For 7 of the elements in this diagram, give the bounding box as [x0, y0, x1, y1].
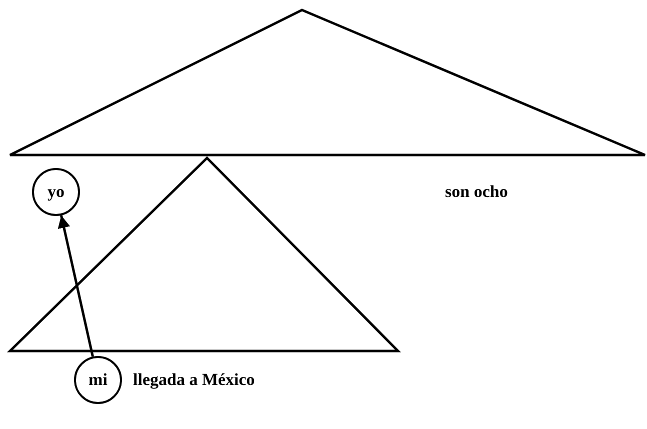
text-label: son ocho [445, 182, 508, 202]
text-label: llegada a México [133, 370, 255, 390]
node-text: mi [88, 370, 108, 390]
arrow [58, 215, 94, 357]
circle-node [32, 168, 80, 216]
circle-node [74, 356, 122, 404]
node-text: yo [48, 182, 64, 202]
